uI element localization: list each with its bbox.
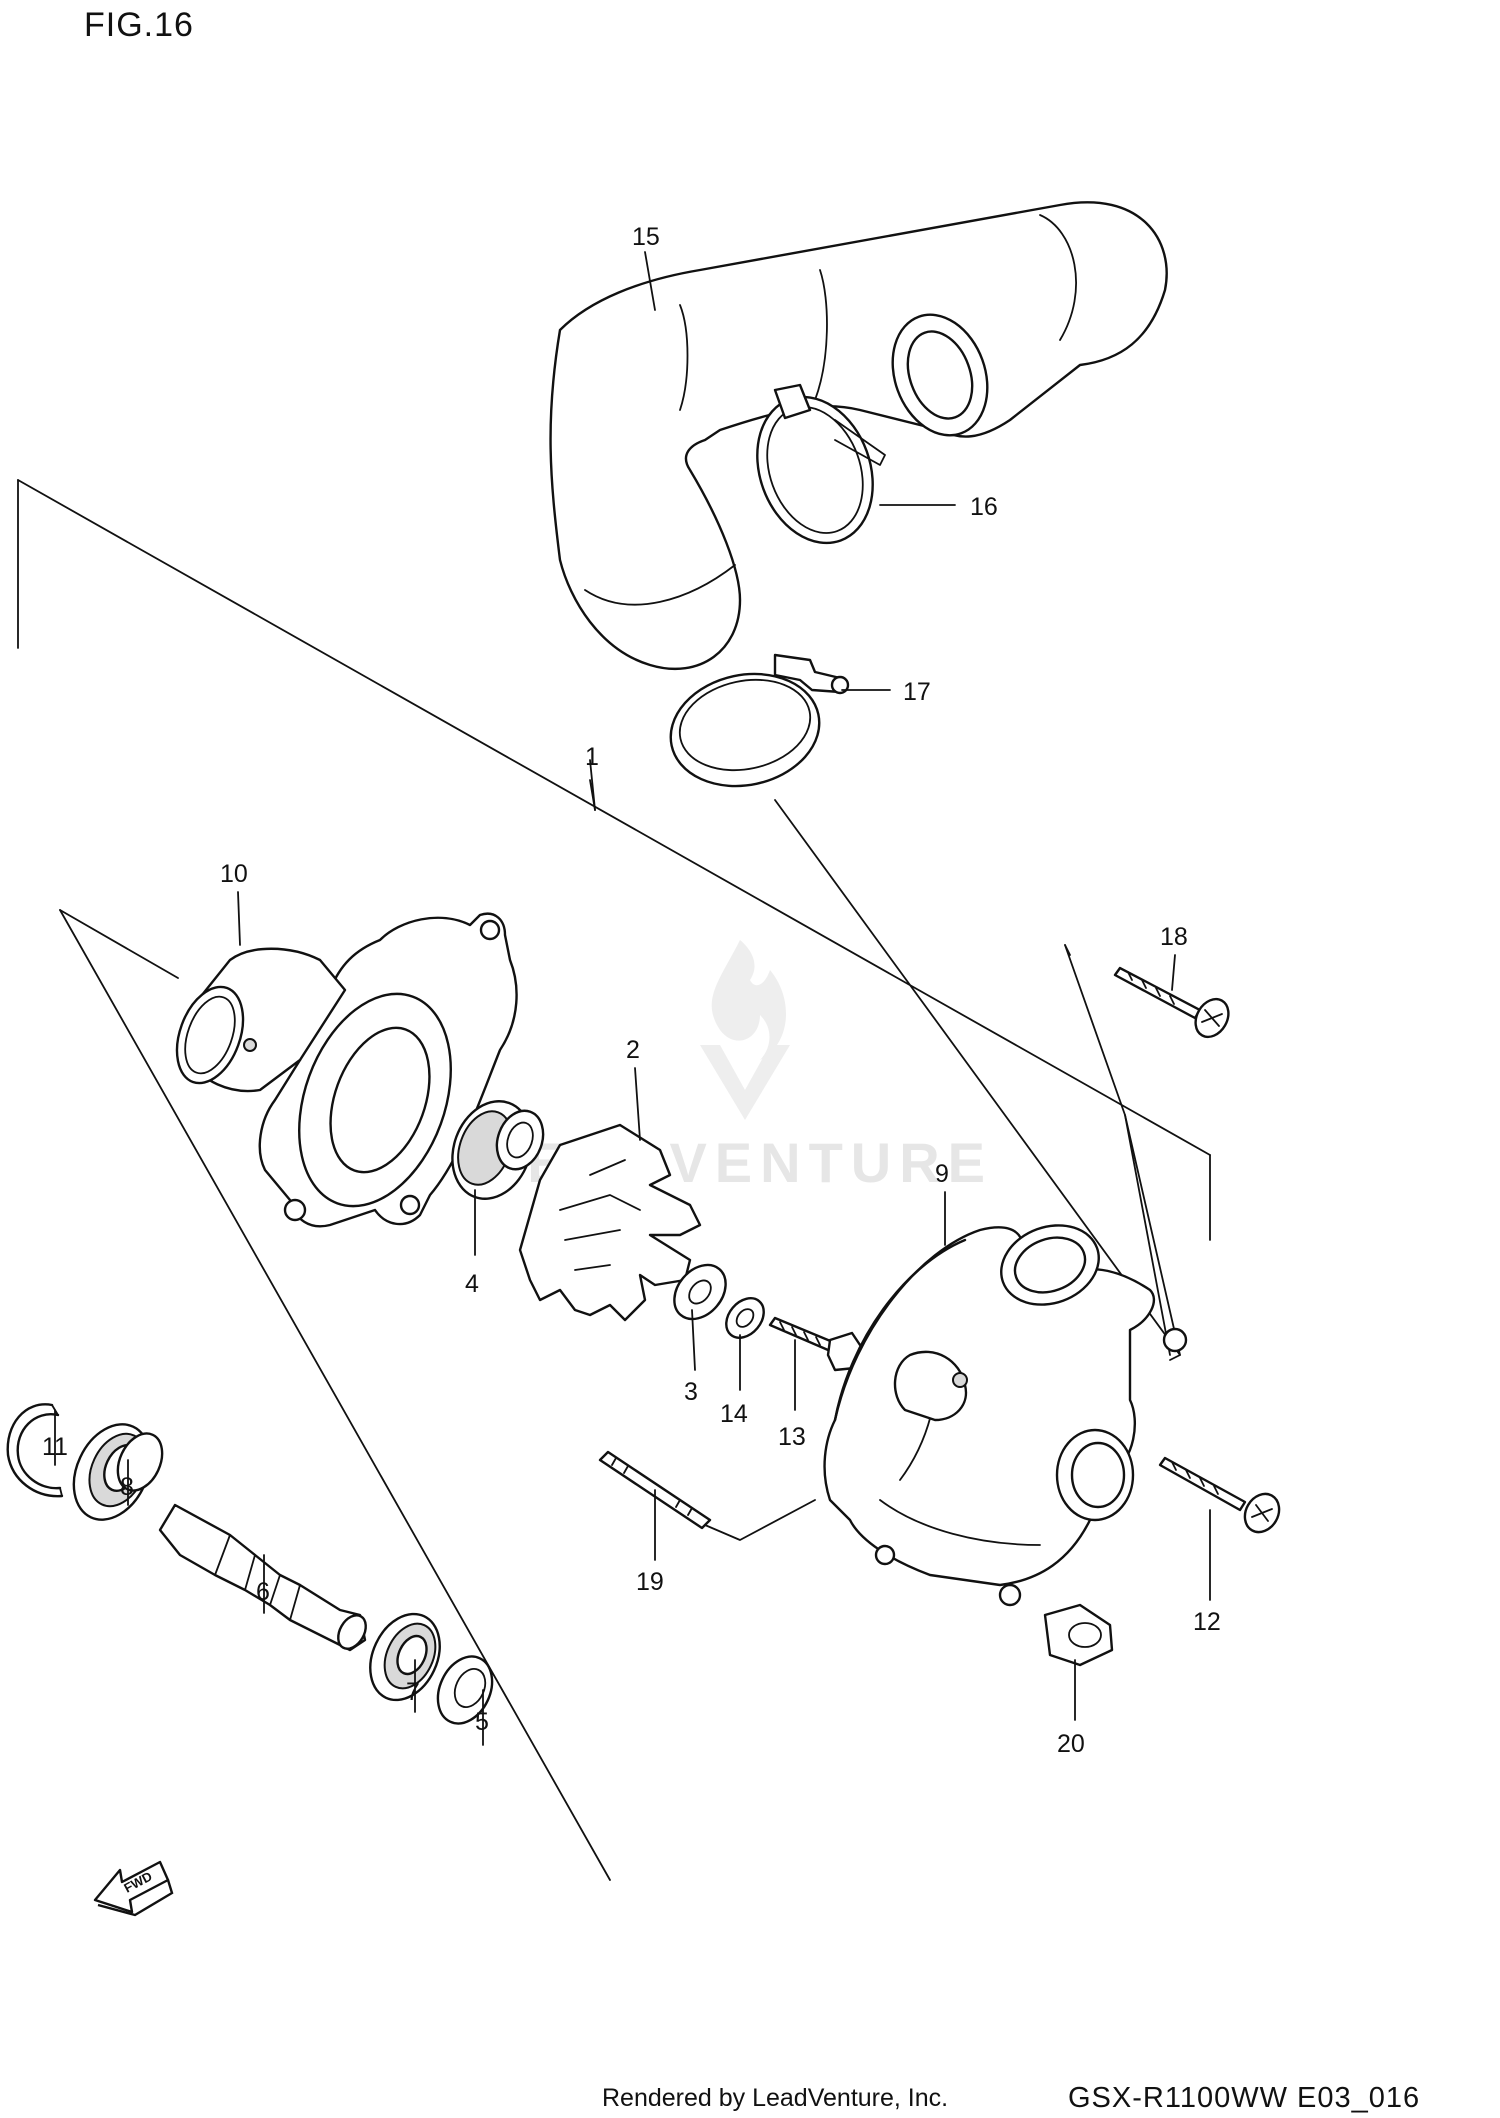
bearing-part-7 — [369, 1612, 441, 1702]
callout-6: 6 — [256, 1578, 270, 1606]
callout-labels: 15 16 17 1 10 18 2 9 4 3 14 13 11 8 19 6… — [42, 223, 1221, 1758]
washer-part-14 — [725, 1297, 765, 1339]
callout-17: 17 — [903, 678, 931, 706]
fwd-arrow-icon: FWD — [93, 1860, 174, 1917]
callout-13: 13 — [778, 1423, 806, 1451]
hose-part-15 — [549, 201, 1168, 671]
stud-part-19 — [598, 1450, 816, 1541]
callout-2: 2 — [626, 1036, 640, 1064]
footer-model-code: GSX-R1100WW E03_016 — [1068, 2082, 1421, 2114]
callout-7: 7 — [406, 1678, 420, 1706]
clamp-part-17 — [669, 653, 850, 788]
callout-14: 14 — [720, 1400, 748, 1428]
nut-part-20 — [1043, 1603, 1114, 1667]
figure-label: FIG.16 — [84, 6, 194, 44]
watermark-logo — [700, 940, 790, 1120]
footer-credit: Rendered by LeadVenture, Inc. — [602, 2084, 949, 2112]
callout-8: 8 — [120, 1473, 134, 1501]
callout-9: 9 — [935, 1160, 949, 1188]
bolt-part-18 — [1113, 966, 1230, 1039]
bearing-part-8 — [72, 1423, 164, 1521]
callout-19: 19 — [636, 1568, 664, 1596]
callout-11: 11 — [42, 1433, 68, 1461]
callout-20: 20 — [1057, 1730, 1085, 1758]
callout-1: 1 — [585, 743, 599, 771]
pump-housing-part-9 — [823, 1224, 1188, 1607]
callout-4: 4 — [465, 1270, 479, 1298]
callout-3: 3 — [684, 1378, 698, 1406]
callout-10: 10 — [220, 860, 248, 888]
seal-part-4 — [451, 1100, 545, 1200]
leader-lines — [54, 251, 1211, 1746]
callout-12: 12 — [1193, 1608, 1221, 1636]
clamp-part-16 — [756, 383, 886, 545]
callout-15: 15 — [632, 223, 660, 251]
callout-18: 18 — [1160, 923, 1188, 951]
impeller-part-2 — [518, 1123, 702, 1322]
assembly-bracket-lines — [17, 479, 1211, 1881]
shaft-part-6 — [158, 1503, 367, 1652]
washer-part-3 — [673, 1263, 727, 1321]
callout-5: 5 — [475, 1708, 489, 1736]
bolt-part-12 — [1158, 1456, 1281, 1534]
bolt-part-13 — [768, 1316, 864, 1372]
callout-16: 16 — [970, 493, 998, 521]
